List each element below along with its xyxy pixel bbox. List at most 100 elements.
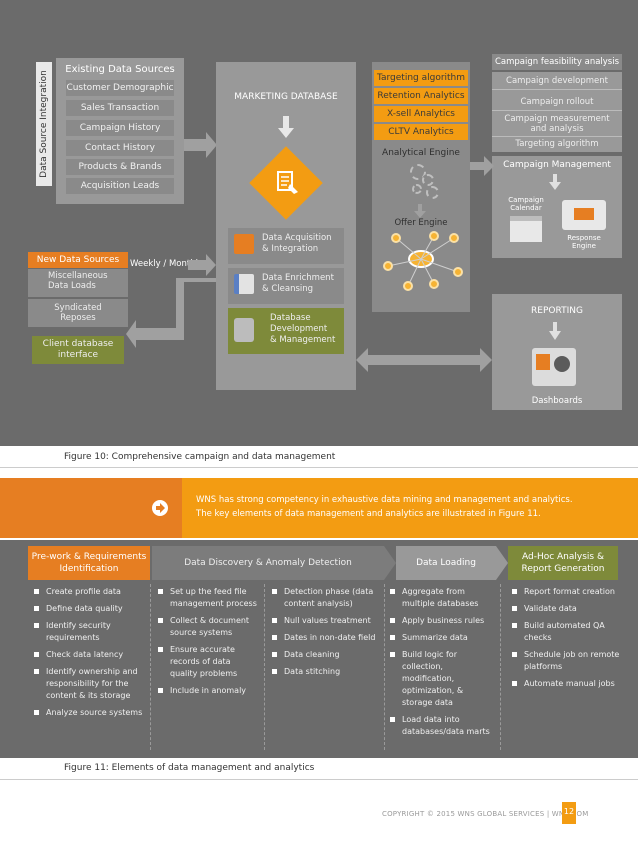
acquisition-icon [234,234,254,254]
bullet-item: Check data latency [32,649,144,661]
bullet-column-loading: Aggregate from multiple databases Apply … [388,586,496,743]
intro-band: WNS has strong competency in exhaustive … [0,478,638,538]
network-node [449,233,459,243]
stage-header: Data Discovery & Anomaly Detection [152,546,384,580]
new-sources-title: New Data Sources [28,252,128,268]
analytics-item: Retention Analytics [374,88,468,104]
reporting-panel: REPORTING Dashboards [492,294,622,410]
marketing-database: MARKETING DATABASE Data Acquisition & In… [216,62,356,390]
bullet-item: Analyze source systems [32,707,144,719]
servers-icon [234,318,254,342]
bullet-item: Null values treatment [270,615,384,627]
bullet-item: Aggregate from multiple databases [388,586,496,610]
db-step-enrichment: Data Enrichment & Cleansing [228,268,344,304]
source-item: Acquisition Leads [66,178,174,194]
bullet-item: Schedule job on remote platforms [510,649,622,673]
stage-header: Pre-work & Requirements Identification [28,546,150,580]
bullet-item: Load data into databases/data marts [388,714,496,738]
bullet-column-discovery-1: Set up the feed file management process … [156,586,260,702]
gear-icon [422,174,434,186]
new-source-item: Syndicated Reposes [28,299,128,327]
source-item: Sales Transaction [66,100,174,116]
connector-arrow [470,156,494,176]
campaign-list: Campaign development Campaign rollout Ca… [492,72,622,152]
bullet-item: Detection phase (data content analysis) [270,586,384,610]
analytics-item: Targeting algorithm [374,70,468,86]
gear-icon [412,184,422,194]
analytical-engine-label: Analytical Engine [382,148,460,158]
offer-engine-label: Offer Engine [394,218,448,228]
dashboards-label: Dashboards [531,396,583,406]
network-node [429,231,439,241]
bullet-item: Set up the feed file management process [156,586,260,610]
caption-bar: Figure 10: Comprehensive campaign and da… [0,446,638,468]
gear-icon [426,186,439,199]
page-number-bar: 12 [562,802,576,824]
dashboard-icon [532,348,576,386]
analytics-item: CLTV Analytics [374,124,468,140]
source-item: Products & Brands [66,159,174,175]
chevron-right-icon [384,546,396,580]
arrow-down-icon [414,204,426,218]
column-divider [264,584,265,750]
envelope-icon [562,200,606,230]
stage-header: Ad-Hoc Analysis & Report Generation [508,546,618,580]
db-step-acquisition: Data Acquisition & Integration [228,228,344,264]
intro-text: WNS has strong competency in exhaustive … [196,495,573,519]
bullet-item: Collect & document source systems [156,615,260,639]
existing-data-sources: Existing Data Sources Customer Demograph… [56,58,184,204]
column-divider [150,584,151,750]
arrow-down-icon [549,174,561,190]
network-node [383,261,393,271]
campaign-feasibility-title: Campaign feasibility analysis [492,54,622,70]
campaign-item: Campaign rollout [492,97,622,111]
bullet-item: Dates in non-date field [270,632,384,644]
bullet-column-analysis: Report format creation Validate data Bui… [510,586,622,695]
new-source-item: Miscellaneous Data Loads [28,269,128,297]
page-number: 12 [563,807,575,816]
connector-arrow [126,278,216,348]
calendar-icon [510,216,542,242]
network-node [453,267,463,277]
arrow-down-icon [278,116,294,138]
footer: COPYRIGHT © 2015 WNS GLOBAL SERVICES | W… [0,800,638,846]
data-source-integration-label: Data Source Integration [36,62,52,186]
db-step-label: Data Enrichment & Cleansing [262,273,334,294]
bullet-item: Build automated QA checks [510,620,622,644]
arrow-right-icon [184,132,217,158]
bullet-item: Identify security requirements [32,620,144,644]
bullet-item: Automate manual jobs [510,678,622,690]
network-node [391,233,401,243]
bullet-column-discovery-2: Detection phase (data content analysis) … [270,586,384,683]
response-label: Response Engine [567,234,601,250]
source-item: Customer Demographic [66,80,174,96]
bullet-item: Data cleaning [270,649,384,661]
frequency-label: Weekly / Monthly [130,259,203,269]
campaign-item: Campaign measurement and analysis [492,114,622,137]
bullet-item: Ensure accurate records of data quality … [156,644,260,680]
column-divider [384,584,385,750]
figure-10-caption: Figure 10: Comprehensive campaign and da… [64,452,336,462]
figure-11-caption: Figure 11: Elements of data management a… [64,763,315,773]
copyright-text: COPYRIGHT © 2015 WNS GLOBAL SERVICES | W… [382,810,589,818]
pencil-icon [234,274,254,294]
bullet-item: Report format creation [510,586,622,598]
figure-11-panel: Pre-work & Requirements Identification D… [0,540,638,780]
analytics-panel: Targeting algorithm Retention Analytics … [372,62,470,312]
document-icon [277,171,298,194]
bullet-column-prework: Create profile data Define data quality … [32,586,144,724]
campaign-management-title: Campaign Management [503,160,611,170]
bullet-item: Define data quality [32,603,144,615]
campaign-management: Campaign Management Campaign Calendar Re… [492,156,622,258]
intro-left-block [0,478,182,538]
column-divider [500,584,501,750]
bullet-item: Apply business rules [388,615,496,627]
figure-10-panel: Data Source Integration Existing Data So… [0,0,638,468]
network-node [429,279,439,289]
arrow-right-icon [188,254,216,276]
bullet-item: Data stitching [270,666,384,678]
existing-sources-title: Existing Data Sources [65,64,175,75]
source-item: Contact History [66,140,174,156]
calendar-label: Campaign Calendar [508,196,544,212]
caption-bar: Figure 11: Elements of data management a… [0,758,638,780]
